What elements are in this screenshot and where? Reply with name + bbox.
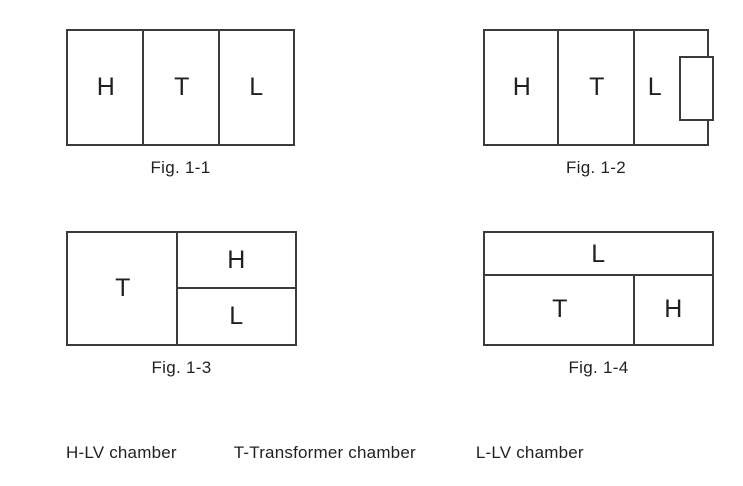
figure-1-4-caption: Fig. 1-4: [568, 358, 629, 377]
chamber-label-t: T: [115, 274, 131, 302]
figure-1-1-chamber-t: T: [144, 31, 220, 144]
chamber-label-h: H: [512, 73, 532, 101]
figure-1-1: H T L Fig. 1-1: [66, 29, 295, 178]
figure-1-1-chamber-l: L: [220, 31, 293, 144]
figure-1-1-chamber-h: H: [68, 31, 144, 144]
figure-1-3: T H L Fig. 1-3: [66, 231, 297, 378]
figure-1-1-caption: Fig. 1-1: [150, 158, 211, 177]
figure-1-4: L T H Fig. 1-4: [483, 231, 714, 378]
legend-item-t: T-Transformer chamber: [233, 443, 416, 462]
figure-1-3-chamber-t: T: [68, 233, 178, 344]
figure-1-4-chamber-l: L: [485, 233, 712, 275]
chamber-label-t: T: [174, 73, 190, 101]
figure-1-1-divider-1: [142, 31, 144, 144]
figure-1-4-chamber-h: H: [635, 275, 712, 344]
figure-1-2-side-extension-box: [679, 56, 714, 121]
figure-1-3-caption: Fig. 1-3: [151, 358, 212, 377]
figure-1-2-chamber-h: H: [485, 31, 559, 144]
chamber-label-t: T: [552, 295, 568, 323]
figure-1-2-chamber-t: T: [559, 31, 635, 144]
chamber-label-l: L: [249, 73, 264, 101]
chamber-label-l: L: [591, 239, 606, 268]
figure-1-2-divider-1: [557, 31, 559, 144]
figure-1-2-outline: H T L: [483, 29, 714, 146]
figure-1-4-divider-vertical: [633, 274, 635, 344]
figure-1-3-divider-horizontal: [176, 287, 295, 289]
chamber-label-h: H: [96, 73, 116, 101]
figure-1-2-caption: Fig. 1-2: [565, 158, 627, 177]
figure-1-2-chamber-l: L: [635, 31, 707, 144]
chamber-label-t: T: [589, 73, 605, 101]
figure-1-4-divider-horizontal: [485, 274, 712, 276]
figure-1-2-divider-2: [633, 31, 635, 144]
legend: H-LV chamber T-Transformer chamber L-LV …: [66, 443, 686, 463]
figure-1-4-outline: L T H: [483, 231, 714, 346]
chamber-label-h: H: [227, 246, 246, 274]
chamber-label-h: H: [664, 295, 683, 323]
legend-item-h: H-LV chamber: [66, 443, 177, 462]
figure-1-2: H T L Fig. 1-2: [483, 29, 714, 178]
figure-1-3-chamber-h: H: [178, 233, 295, 288]
legend-item-l: L-LV chamber: [475, 443, 584, 462]
chamber-label-l: L: [647, 73, 663, 101]
figure-1-3-outline: T H L: [66, 231, 297, 346]
chamber-label-l: L: [229, 301, 244, 330]
figure-1-4-chamber-t: T: [485, 275, 635, 344]
figure-1-3-chamber-l: L: [178, 288, 295, 344]
figure-1-1-divider-2: [218, 31, 220, 144]
figure-1-1-outline: H T L: [66, 29, 295, 146]
